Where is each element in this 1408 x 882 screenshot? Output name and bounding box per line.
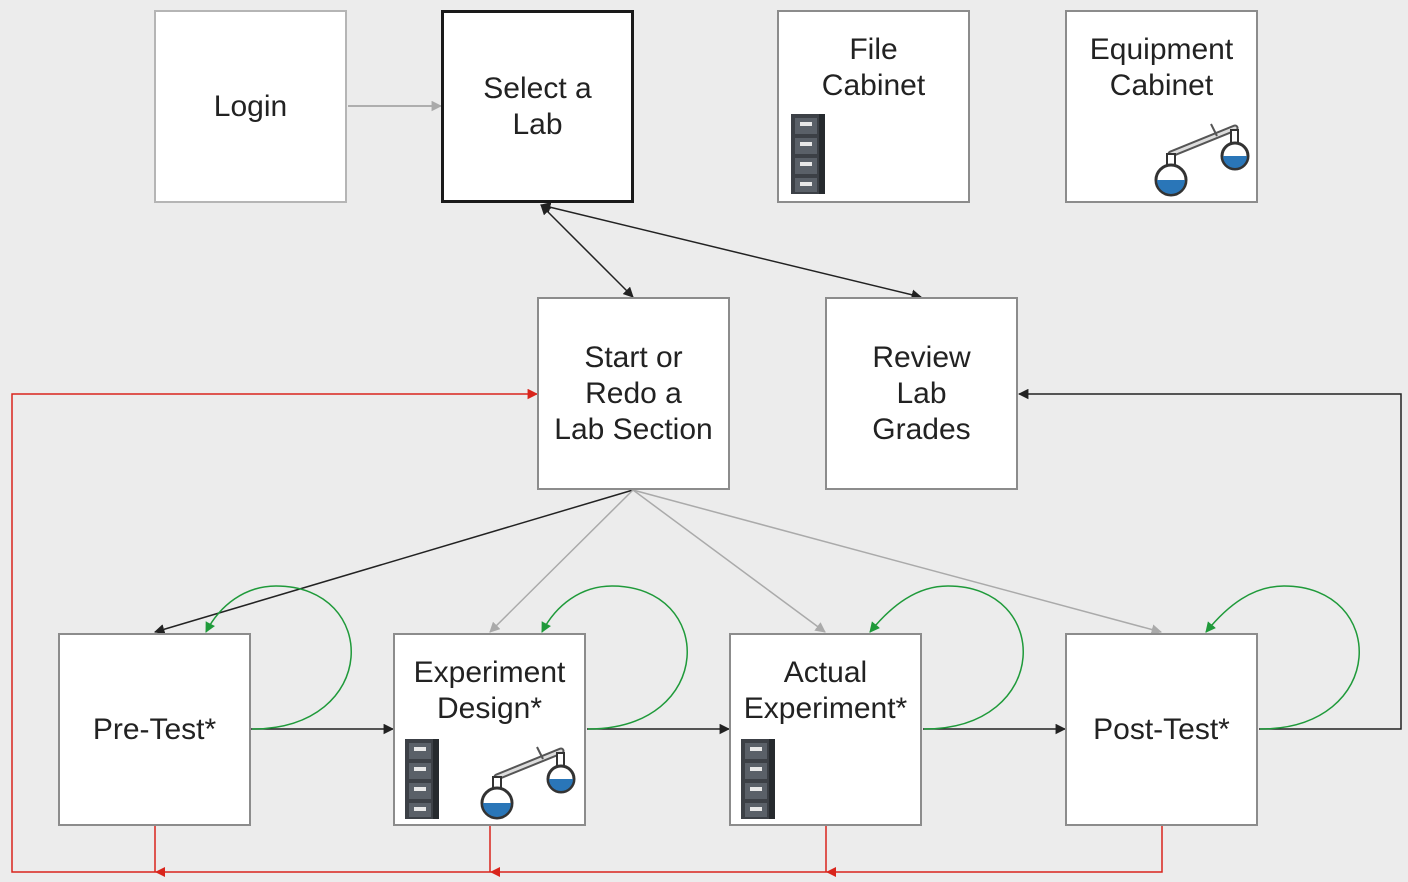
return-loop-line (11, 388, 1163, 873)
equipment-cabinet-box[interactable]: Equipment Cabinet (1065, 10, 1258, 203)
file-cabinet-icon (405, 739, 439, 819)
return-head-actual (826, 867, 836, 877)
arrow-select-start (540, 204, 634, 298)
self-loop-actual (869, 585, 1024, 730)
start-redo-box[interactable]: Start or Redo a Lab Section (537, 297, 730, 490)
review-grades-box[interactable]: Review Lab Grades (825, 297, 1018, 490)
return-head-design (490, 867, 500, 877)
file-cabinet-icon (791, 114, 825, 194)
self-loop-design (541, 585, 688, 730)
arrow-start-to-design (489, 489, 634, 633)
file-cabinet-icon (741, 739, 775, 819)
select-lab-box[interactable]: Select a Lab (441, 10, 634, 203)
experiment-design-box[interactable]: Experiment Design* (393, 633, 586, 826)
arrow-start-to-actual (632, 489, 826, 633)
arrow-start-to-pretest (153, 489, 634, 635)
pre-test-label: Pre-Test* (92, 712, 217, 746)
distillation-apparatus-icon (1154, 123, 1250, 197)
file-cabinet-box[interactable]: File Cabinet (777, 10, 970, 203)
post-test-label: Post-Test* (1093, 712, 1230, 746)
select-lab-label: Select a Lab (483, 71, 592, 141)
equipment-cabinet-label: Equipment Cabinet (1089, 33, 1234, 102)
experiment-design-label: Experiment Design* (413, 656, 566, 725)
login-label: Login (213, 89, 288, 123)
start-redo-label: Start or Redo a Lab Section (554, 340, 713, 446)
pre-test-box[interactable]: Pre-Test* (58, 633, 251, 826)
arrow-posttest-to-review (1017, 388, 1402, 730)
actual-experiment-box[interactable]: Actual Experiment* (729, 633, 922, 826)
actual-experiment-label: Actual Experiment* (743, 656, 908, 725)
self-loop-posttest (1205, 585, 1360, 730)
review-grades-label: Review Lab Grades (872, 340, 971, 446)
return-head-pretest (155, 867, 165, 877)
file-cabinet-label: File Cabinet (821, 33, 926, 102)
self-loop-pretest (205, 585, 352, 730)
post-test-box[interactable]: Post-Test* (1065, 633, 1258, 826)
distillation-apparatus-icon (480, 746, 576, 820)
login-box[interactable]: Login (154, 10, 347, 203)
arrow-start-to-posttest (632, 489, 1163, 635)
arrow-select-review (539, 202, 923, 300)
